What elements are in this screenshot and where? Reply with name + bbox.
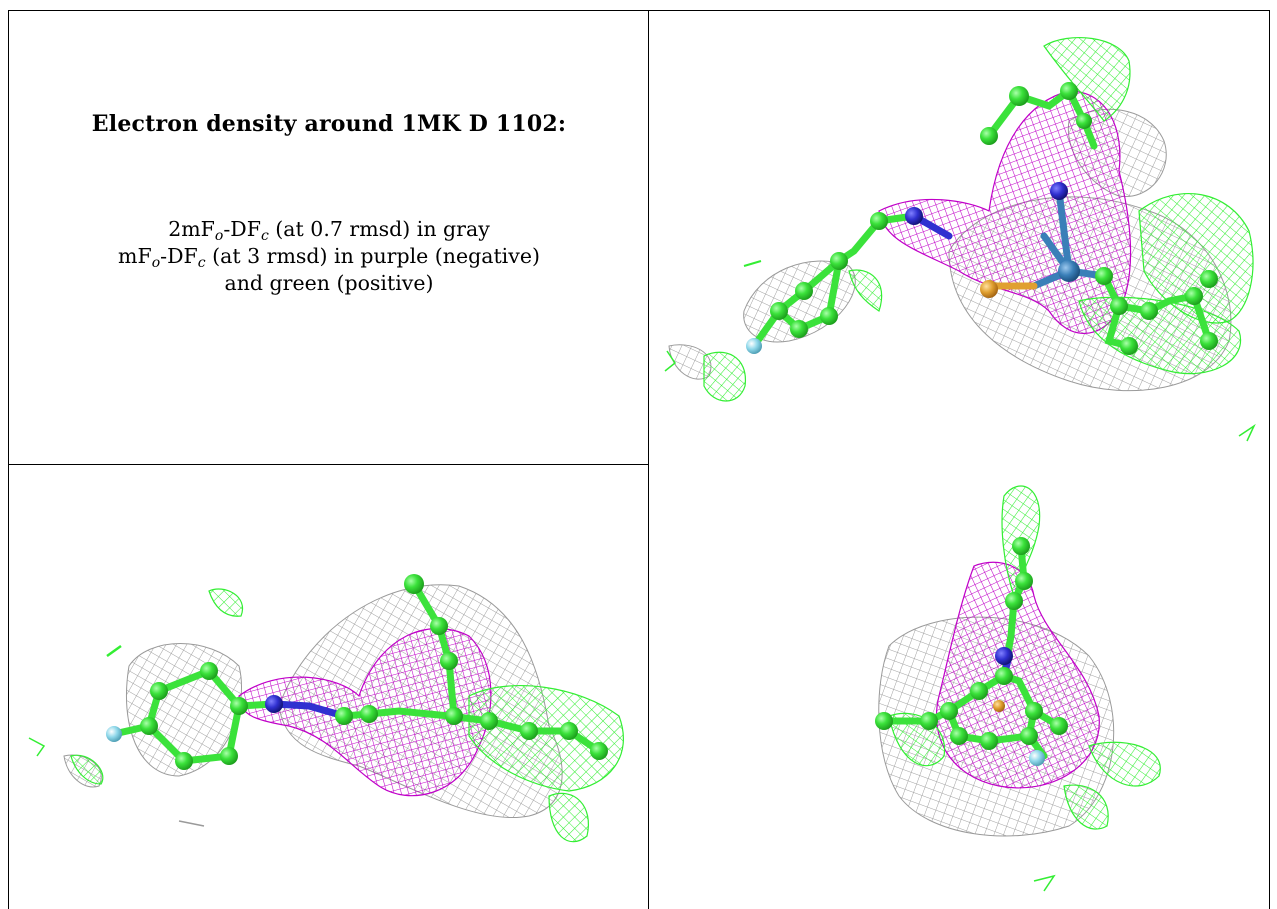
table-right-border (1269, 10, 1270, 909)
legend-line-green: and green (positive) (224, 271, 434, 295)
table-center-border (648, 10, 649, 909)
table-middle-border (8, 464, 648, 465)
legend-line-gray: 2mFo-DFc (at 0.7 rmsd) in gray (168, 217, 490, 244)
density-render-1 (664, 36, 1256, 442)
density-view-bottom-right (649, 466, 1269, 909)
caption-cell: Electron density around 1MK D 1102: 2mFo… (9, 11, 649, 463)
density-view-top-right (649, 11, 1269, 466)
caption-title: Electron density around 1MK D 1102: (91, 111, 567, 137)
table-top-border (8, 10, 1270, 11)
density-render-3 (875, 485, 1161, 892)
table-left-border (8, 10, 9, 909)
caption-legend: 2mFo-DFc (at 0.7 rmsd) in gray mFo-DFc (… (9, 216, 649, 297)
density-render-2 (28, 574, 624, 843)
legend-line-purple: mFo-DFc (at 3 rmsd) in purple (negative) (118, 244, 540, 271)
density-view-bottom-left (9, 466, 648, 909)
